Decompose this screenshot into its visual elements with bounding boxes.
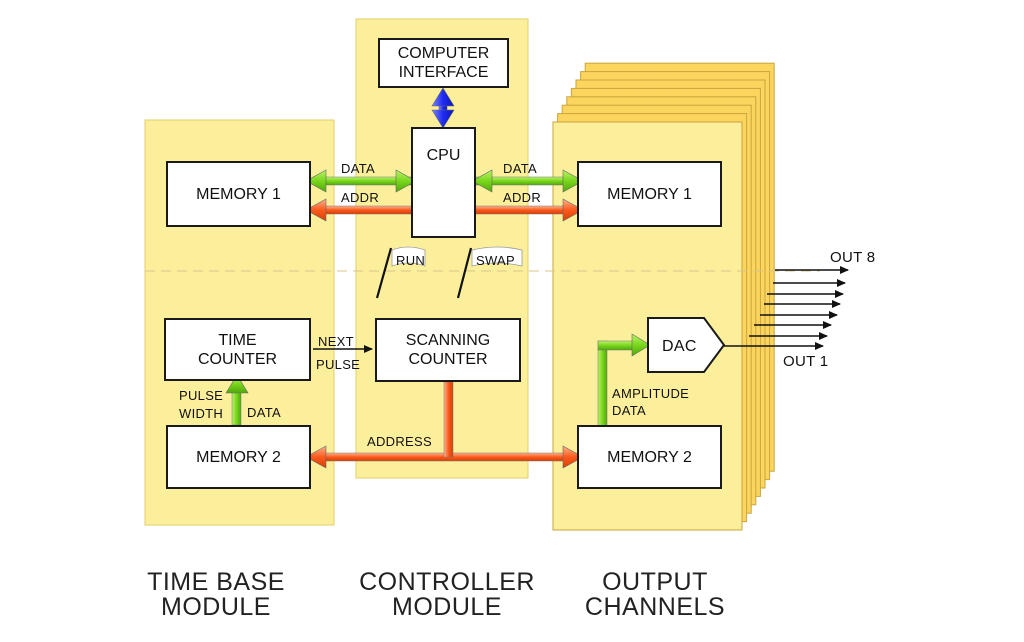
- pulse-label: PULSE: [316, 357, 361, 372]
- out8-label: OUT 8: [830, 249, 876, 266]
- data-bus-head-right: [562, 169, 584, 193]
- controller-module-caption: CONTROLLER MODULE: [359, 568, 535, 621]
- output-memory1-box: MEMORY 1: [577, 161, 722, 227]
- amplitude-riser: [597, 340, 608, 431]
- pulse-width-shaft: [231, 389, 242, 426]
- pulse-width-head: [225, 374, 249, 394]
- data-bus-head-cpu-right: [471, 169, 493, 193]
- time-base-module-caption: TIME BASE MODULE: [147, 568, 285, 621]
- out1-label: OUT 1: [783, 353, 829, 370]
- address-label: ADDRESS: [367, 434, 432, 449]
- output-memory2-box: MEMORY 2: [577, 425, 722, 489]
- amplitude-head: [631, 333, 651, 357]
- output-channels-caption: OUTPUT CHANNELS: [584, 568, 726, 621]
- data-bus-head-cpu-left: [395, 169, 417, 193]
- swap-switch: [456, 247, 473, 299]
- next-label: NEXT: [318, 334, 354, 349]
- cpu-label: CPU: [426, 147, 461, 164]
- amplitude-run: [597, 340, 635, 351]
- address-bus-head-left: [305, 445, 327, 469]
- time-base-memory2-box: MEMORY 2: [166, 425, 311, 489]
- time-base-memory1-box: MEMORY 1: [166, 161, 311, 227]
- addr-left-label: ADDR: [341, 190, 380, 205]
- addr-right-label: ADDR: [503, 190, 542, 205]
- time-counter-box: TIME COUNTER: [164, 318, 311, 381]
- address-bus-riser: [443, 381, 454, 458]
- scanning-counter-box: SCANNING COUNTER: [375, 318, 521, 382]
- dac-label: DAC: [662, 338, 697, 355]
- addr-bus-head-left: [305, 198, 327, 222]
- data-time-base-label: DATA: [247, 405, 281, 420]
- cpu-box: CPU: [411, 127, 476, 238]
- run-label: RUN: [396, 253, 426, 268]
- pulse-width-label: PULSE WIDTH: [179, 388, 224, 421]
- run-flag: [391, 246, 426, 267]
- swap-flag: [471, 246, 523, 267]
- swap-label: SWAP: [476, 253, 516, 268]
- data-right-label: DATA: [503, 161, 537, 176]
- run-switch: [375, 247, 393, 299]
- cpu-link-head-down: [431, 109, 455, 129]
- address-bus-head-right: [562, 445, 584, 469]
- amplitude-data-label: AMPLITUDE DATA: [612, 386, 690, 418]
- computer-interface-box: COMPUTER INTERFACE: [378, 38, 509, 88]
- cpu-link-head-up: [431, 87, 455, 107]
- data-left-label: DATA: [341, 161, 375, 176]
- addr-bus-head-right: [562, 198, 584, 222]
- dac-shape: [647, 317, 726, 373]
- data-bus-head-left: [305, 169, 327, 193]
